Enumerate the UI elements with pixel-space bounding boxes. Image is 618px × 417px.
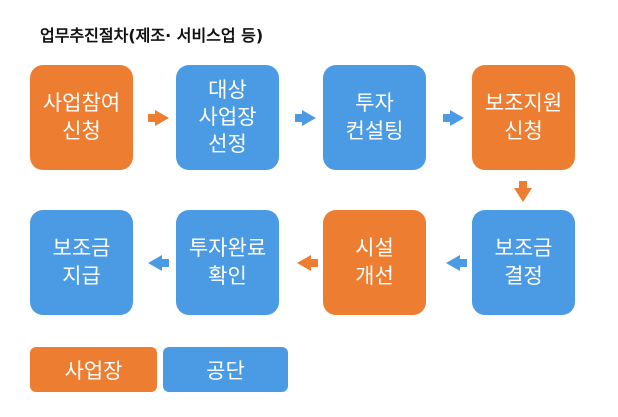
arrow-stem-1: [148, 114, 156, 122]
step-investment-consulting: 투자 컨설팅: [323, 65, 426, 170]
arrow-right-icon: [302, 110, 316, 126]
step-target-selection: 대상 사업장 선정: [176, 65, 279, 170]
step-participation-application: 사업참여 신청: [30, 65, 133, 170]
arrow-stem-7: [161, 259, 169, 267]
arrow-down-icon: [514, 188, 532, 202]
arrow-stem-2: [295, 114, 303, 122]
legend-agency: 공단: [163, 347, 288, 392]
arrow-stem-6: [310, 259, 318, 267]
arrow-left-icon: [148, 255, 162, 271]
step-facility-improvement: 시설 개선: [323, 210, 426, 315]
legend-business: 사업장: [30, 347, 157, 392]
arrow-left-icon: [446, 255, 460, 271]
arrow-stem-4: [519, 181, 527, 189]
step-subsidy-payment: 보조금 지급: [30, 210, 133, 315]
step-subsidy-decision: 보조금 결정: [472, 210, 575, 315]
step-investment-completion-check: 투자완료 확인: [176, 210, 279, 315]
step-subsidy-application: 보조지원 신청: [472, 65, 575, 170]
arrow-right-icon: [155, 110, 169, 126]
arrow-left-icon: [297, 255, 311, 271]
arrow-right-icon: [450, 110, 464, 126]
page-title: 업무추진절차(제조· 서비스업 등): [40, 26, 264, 45]
arrow-stem-3: [443, 114, 451, 122]
arrow-stem-5: [459, 259, 467, 267]
